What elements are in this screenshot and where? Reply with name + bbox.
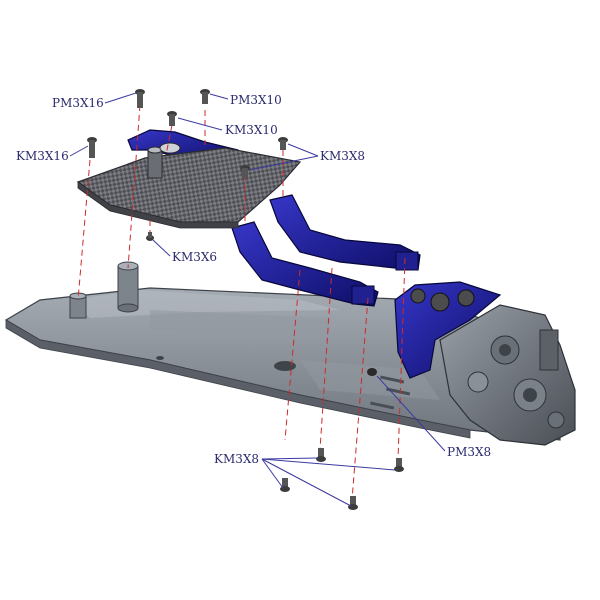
label-km3x16: KM3X16 [16,149,69,163]
blue-motor-mount [394,281,502,379]
screw-pm3x10 [200,89,210,104]
chassis-slot [386,387,411,396]
screw-km3x8-bottom-a [316,448,326,462]
screw-pm3x16 [135,89,145,108]
label-km3x8-bottom: KM3X8 [214,452,259,466]
label-km3x10: KM3X10 [225,123,278,137]
carbon-top-plate [76,147,302,229]
chassis-slot [380,375,405,384]
screw-km3x8-top-a [278,137,288,150]
screw-km3x8-bottom-d [348,496,358,510]
blue-brace-upper [269,194,421,271]
screw-pm3x8 [367,368,377,376]
chassis-hole [274,361,296,371]
label-pm3x10: PM3X10 [230,93,282,107]
spring-component [147,142,181,179]
blue-brace-lower [231,221,379,307]
screw-km3x10 [167,111,177,126]
label-pm3x16: PM3X16 [52,96,104,110]
screw-km3x8-bottom-b [394,458,404,472]
label-km3x8-top: KM3X8 [320,149,365,163]
label-pm3x8: PM3X8 [447,445,491,459]
screw-km3x16 [87,137,97,158]
label-km3x6: KM3X6 [172,250,217,264]
screw-km3x6 [146,232,154,241]
screw-km3x8-top-b [240,165,250,178]
chassis-slot [370,401,395,410]
small-post [69,292,87,319]
gearbox-housing [439,304,576,446]
standoff-post [117,261,139,313]
screw-km3x8-bottom-c [280,478,290,492]
alignment-guides [77,104,406,501]
leader-lines [69,92,446,507]
chassis-hole [156,356,164,360]
